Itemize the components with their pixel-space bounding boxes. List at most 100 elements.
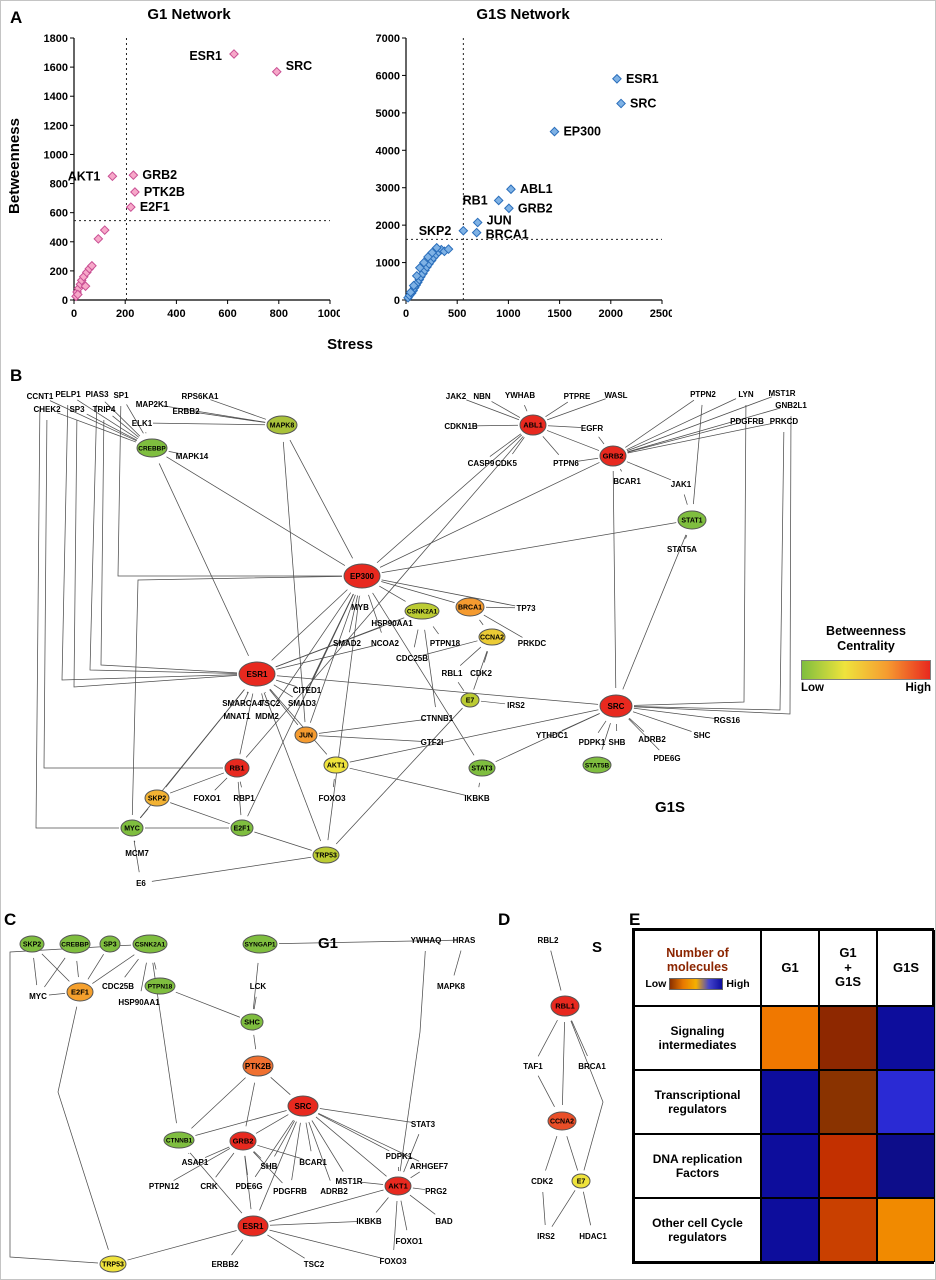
gene-label: MST1R <box>768 389 795 398</box>
gene-label: HSP90AA1 <box>118 998 160 1007</box>
gene-node-label: TRP53 <box>102 1262 124 1269</box>
network-edge <box>231 1239 244 1256</box>
gene-node-SYNGAP1 <box>242 934 278 954</box>
network-edge <box>253 996 257 1010</box>
network-edge <box>73 419 238 688</box>
gene-label: PTPN2 <box>690 390 716 399</box>
network-edge <box>410 1171 420 1179</box>
gene-label: SHC <box>694 731 711 740</box>
gene-label: MST1R <box>335 1177 362 1186</box>
network-edge <box>412 1187 426 1190</box>
gene-label: FOXO1 <box>395 1237 423 1246</box>
network-edge <box>545 401 569 418</box>
data-point <box>506 184 516 195</box>
network-edge <box>267 1234 305 1259</box>
network-edge <box>368 594 382 633</box>
gene-node-label: SHC <box>244 1018 260 1027</box>
network-edge <box>335 707 463 845</box>
legend-end-labels: Low High <box>801 682 931 694</box>
y-tick-label: 4000 <box>376 145 400 157</box>
gene-label: IKBKB <box>356 1217 382 1226</box>
gene-node-label: CREBBP <box>138 445 166 452</box>
gene-node-label: STAT5B <box>585 762 610 769</box>
network-title: G1S <box>655 799 685 816</box>
point-label: GRB2 <box>142 168 177 182</box>
gene-label: SMAD3 <box>288 699 317 708</box>
gene-node-label: SP3 <box>103 942 116 949</box>
gene-node-label: GRB2 <box>233 1137 254 1146</box>
network-edge <box>210 399 267 420</box>
gene-node-CCNA2 <box>478 628 506 646</box>
data-point <box>458 225 469 236</box>
network-edge <box>269 689 299 726</box>
data-point <box>612 73 622 84</box>
gene-node-STAT1 <box>677 510 707 530</box>
gene-node-TRP53 <box>312 846 340 864</box>
gene-label: PTPN18 <box>430 639 461 648</box>
network-edge <box>48 993 66 996</box>
y-tick-label: 1000 <box>376 258 400 270</box>
network-edge <box>318 1112 420 1162</box>
y-tick-label: 600 <box>50 208 68 220</box>
network-edge <box>41 953 70 982</box>
network-edge <box>269 1189 384 1222</box>
network-edge <box>381 579 516 607</box>
network-edge <box>627 422 774 454</box>
gene-label: MAP2K1 <box>136 400 169 409</box>
heatmap-column-header-0: G1 <box>761 930 819 1006</box>
network-edge <box>275 679 297 688</box>
network-edge <box>542 1191 546 1226</box>
network-edge <box>162 405 266 423</box>
heatmap-cell-1-0 <box>761 1070 819 1134</box>
heatmap-column-header-1: G1 + G1S <box>819 930 877 1006</box>
network-edge <box>241 691 249 707</box>
gene-label: CASP9 <box>468 459 495 468</box>
network-edge <box>524 404 528 412</box>
network-edge <box>483 651 488 663</box>
gene-node-E7 <box>571 1173 591 1189</box>
gene-label: YWHAB <box>505 391 535 400</box>
gene-label: LCK <box>250 982 267 991</box>
network-edge <box>545 1136 558 1171</box>
gene-node-label: SKP2 <box>148 796 166 803</box>
data-point <box>99 225 110 236</box>
y-tick-label: 800 <box>50 179 68 191</box>
panel-label-c: C <box>4 910 17 929</box>
network-edge <box>253 1034 257 1050</box>
network-edge <box>413 629 419 648</box>
gene-label: ADRB2 <box>638 735 666 744</box>
gene-node-label: SRC <box>608 702 625 711</box>
network-edge <box>315 1116 387 1177</box>
gene-label: TP73 <box>516 604 536 613</box>
network-edge <box>473 651 488 690</box>
data-point <box>107 171 118 182</box>
gene-label: MAPK8 <box>437 982 466 991</box>
network-edge <box>151 856 312 882</box>
gene-label: BCAR1 <box>613 477 641 486</box>
gene-label: E6 <box>136 879 146 888</box>
gene-node-label: E7 <box>577 1179 586 1186</box>
network-edge <box>131 575 343 816</box>
network-edge <box>471 424 519 427</box>
network-edge <box>576 457 599 462</box>
network-edge <box>154 962 157 970</box>
heatmap-cell-3-2 <box>877 1198 935 1262</box>
gene-label: RBL2 <box>538 936 559 945</box>
network-edge <box>393 1200 398 1251</box>
gene-node-label: AKT1 <box>388 1182 408 1191</box>
network-edge <box>422 640 478 656</box>
gene-node-label: SYNGAP1 <box>244 941 275 948</box>
panel-label-a: A <box>10 8 23 27</box>
network-edge <box>152 422 266 426</box>
gene-label: PDE6G <box>653 754 680 763</box>
gene-node-label: CSNK2A1 <box>135 941 166 948</box>
heatmap-cell-3-0 <box>761 1198 819 1262</box>
gene-label: RGS16 <box>714 716 741 725</box>
gene-label: MDM2 <box>255 712 279 721</box>
gene-node-MYC <box>120 819 144 837</box>
gene-label: SP1 <box>113 391 129 400</box>
data-point <box>72 289 83 300</box>
network-edge <box>372 592 475 756</box>
